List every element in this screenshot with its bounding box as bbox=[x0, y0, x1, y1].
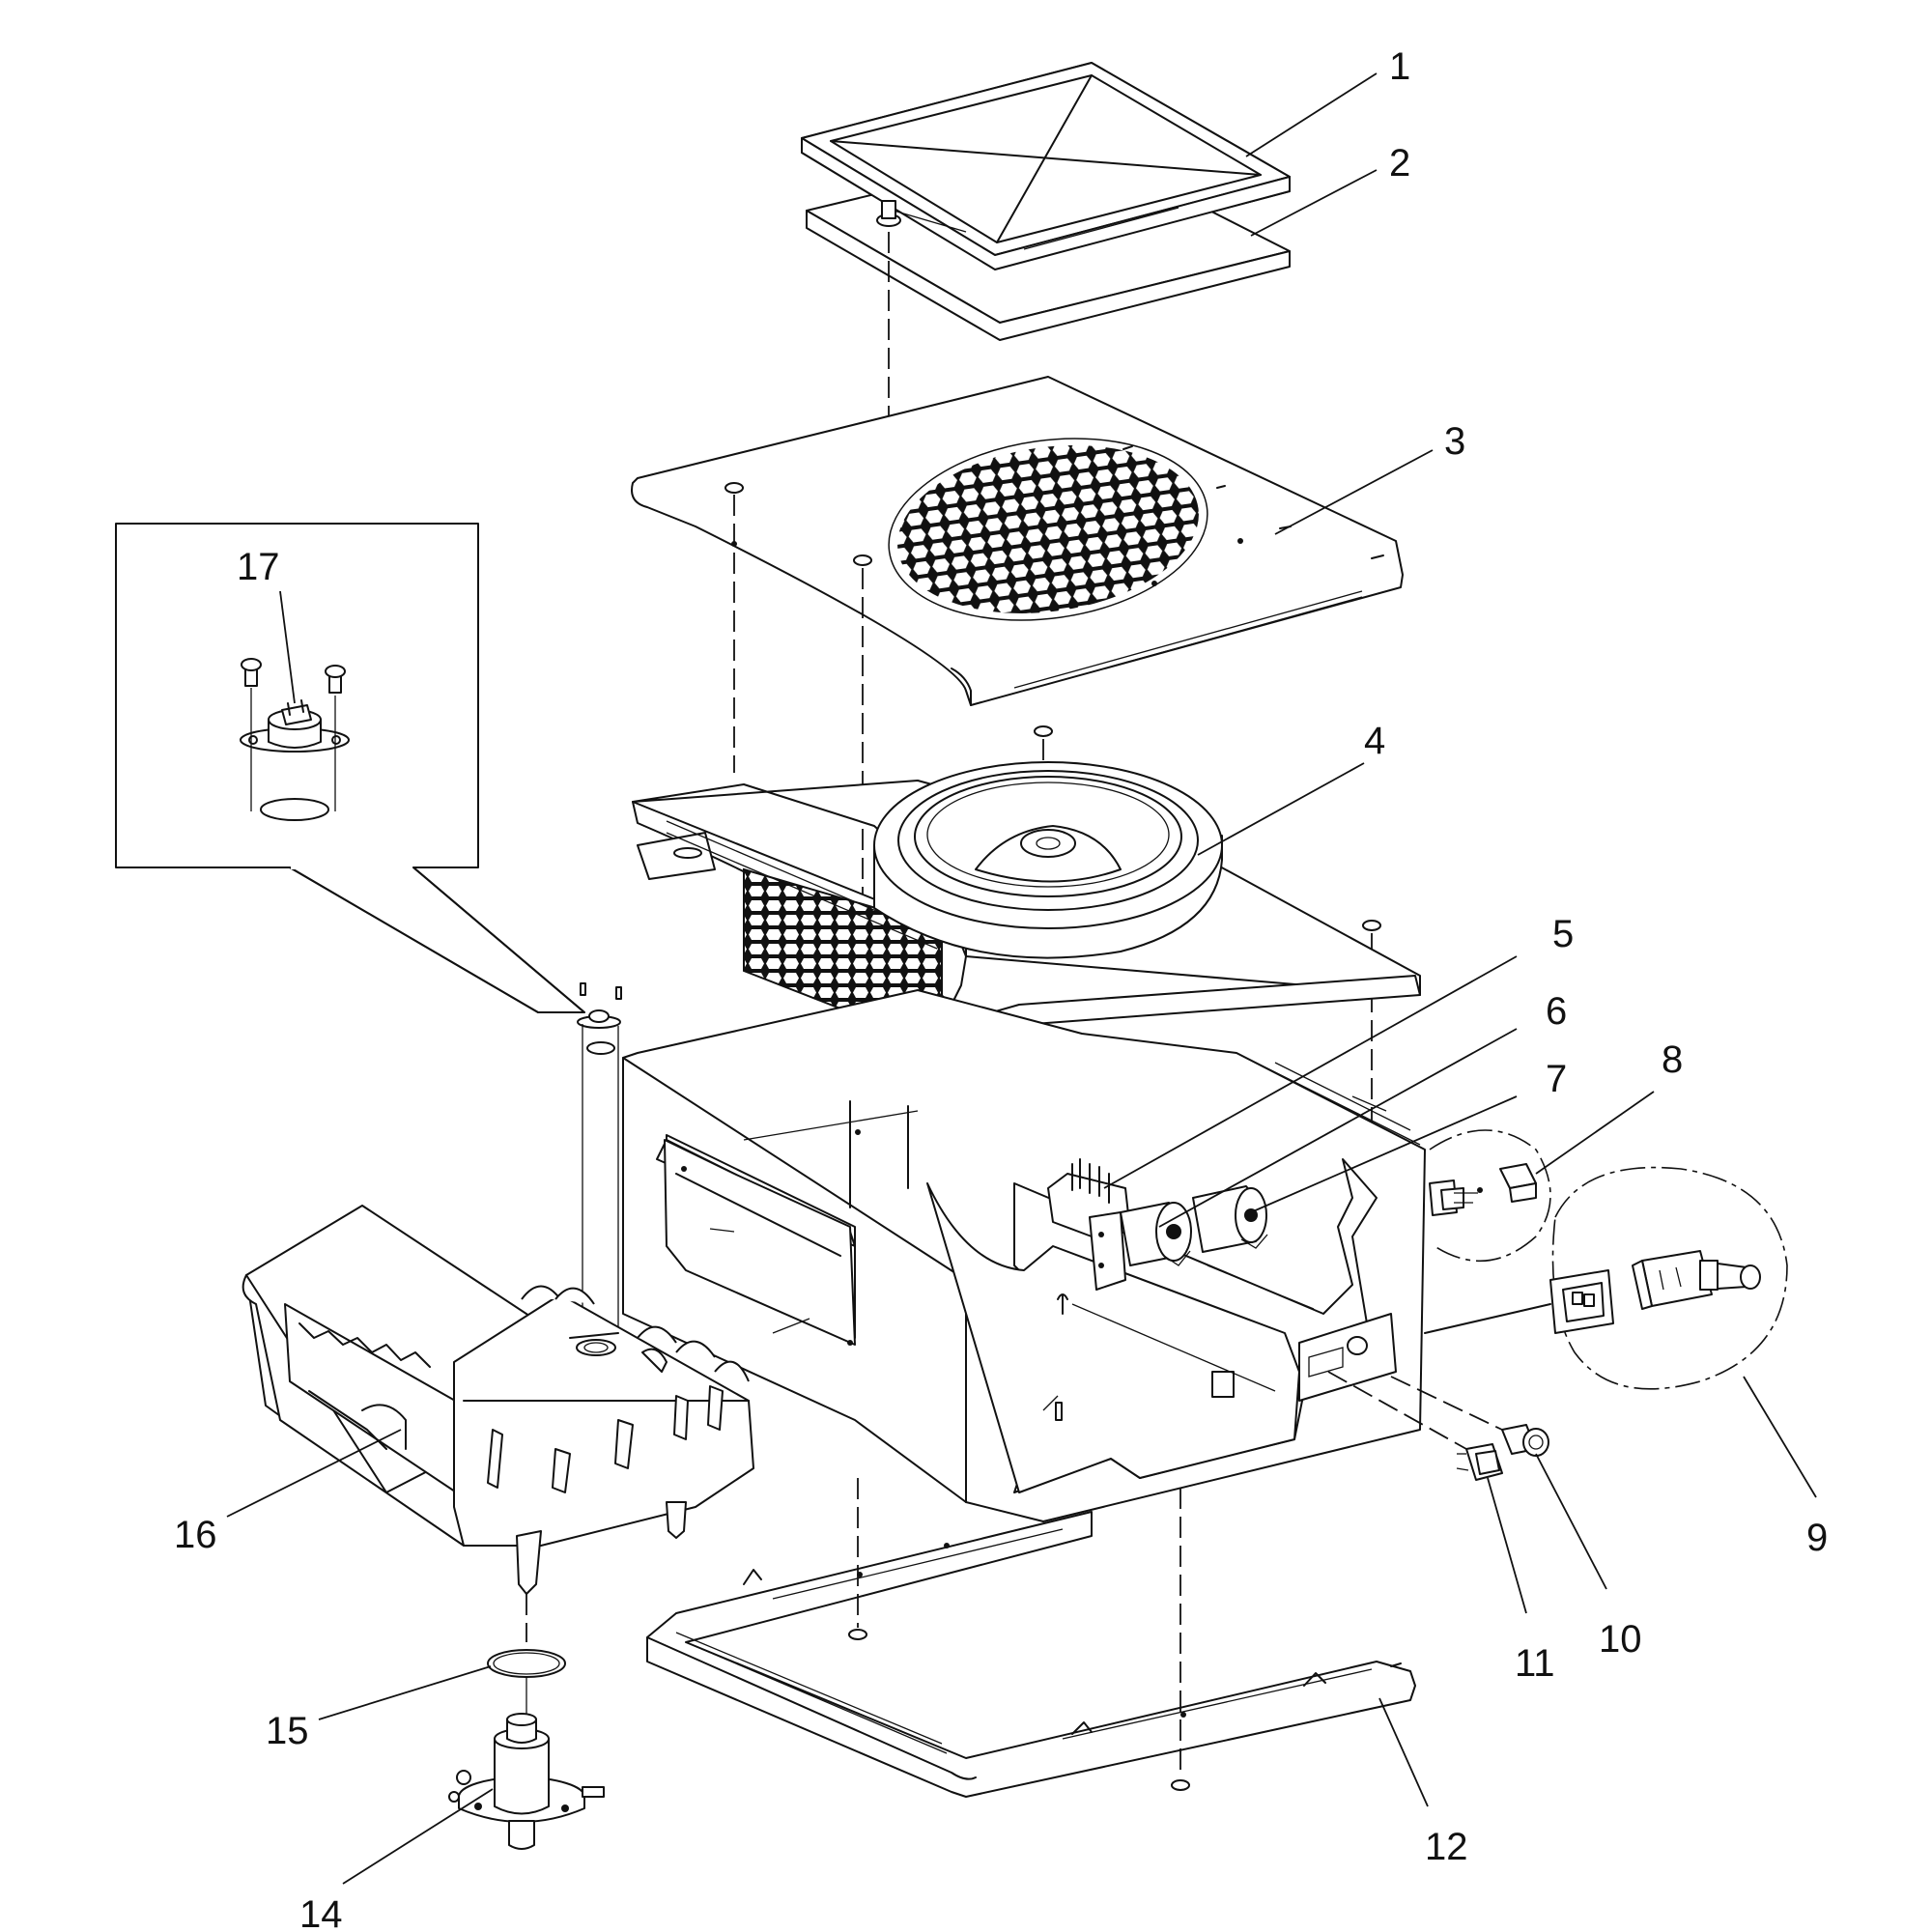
part-8-connector-detail bbox=[1429, 1129, 1551, 1263]
cover-screws bbox=[724, 482, 1381, 931]
thermostat-mounted bbox=[577, 982, 622, 1333]
callout-15: 15 bbox=[266, 1710, 309, 1752]
callout-1: 1 bbox=[1389, 45, 1410, 88]
callout-labels: 1 2 3 4 5 6 7 8 9 10 11 12 14 15 16 17 bbox=[174, 45, 1828, 1932]
part-9-power-inlet-detail bbox=[1424, 1166, 1788, 1390]
callout-11: 11 bbox=[1515, 1642, 1555, 1685]
callout-17: 17 bbox=[237, 546, 280, 588]
callout-12: 12 bbox=[1425, 1826, 1468, 1868]
part-5-switch-bracket bbox=[1047, 1158, 1131, 1291]
callout-3: 3 bbox=[1444, 420, 1465, 463]
part-14-pump bbox=[448, 1713, 605, 1850]
part-7-capacitor bbox=[1192, 1185, 1268, 1253]
part-10-indicator bbox=[1390, 1376, 1549, 1457]
callout-5: 5 bbox=[1552, 913, 1574, 955]
leader-lines bbox=[226, 72, 1817, 1885]
fastener-top bbox=[876, 200, 901, 227]
part-1-grille-frame-front bbox=[801, 62, 1291, 270]
cabinet-cutaway-panel bbox=[926, 1158, 1397, 1503]
part-12-base-frame bbox=[646, 1478, 1416, 1798]
callout-8: 8 bbox=[1662, 1038, 1683, 1081]
callout-9: 9 bbox=[1806, 1517, 1828, 1559]
part-3-top-cover bbox=[631, 376, 1404, 706]
part-11-rocker-switch bbox=[1327, 1371, 1503, 1481]
part-16-drain-pan bbox=[242, 1205, 754, 1595]
callout-6: 6 bbox=[1546, 990, 1567, 1033]
callout-14: 14 bbox=[299, 1893, 343, 1932]
callout-16: 16 bbox=[174, 1514, 217, 1556]
part-6-capacitor bbox=[1120, 1202, 1192, 1266]
inset-detail-box bbox=[115, 523, 585, 1013]
callout-7: 7 bbox=[1546, 1058, 1567, 1100]
callout-4: 4 bbox=[1364, 720, 1385, 762]
part-4-fan-assembly bbox=[873, 761, 1223, 959]
part-15-o-ring bbox=[487, 1649, 566, 1678]
part-17-thermostat bbox=[240, 590, 350, 821]
callout-2: 2 bbox=[1389, 142, 1410, 185]
callout-10: 10 bbox=[1599, 1618, 1642, 1661]
